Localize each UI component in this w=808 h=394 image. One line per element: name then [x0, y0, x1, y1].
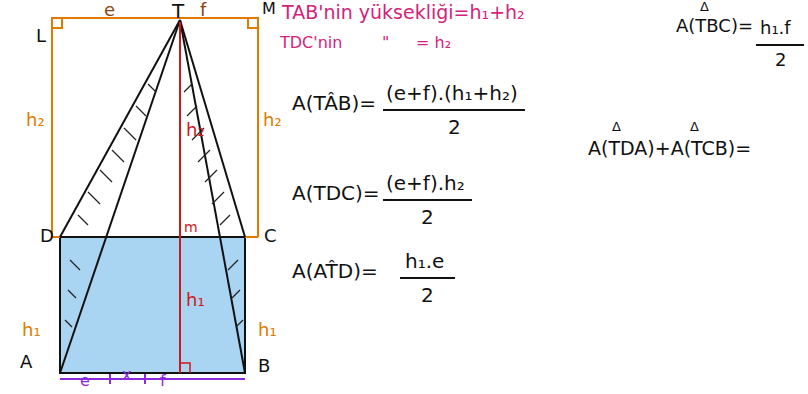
height-label: h₂ [263, 110, 282, 130]
area-formula: A(TBC)= [676, 16, 753, 36]
fraction-numerator: (e+f).h₂ [386, 172, 465, 194]
height-label: h₁ [22, 320, 41, 340]
point-label: m [184, 220, 198, 235]
note-text: TDC'nin [280, 34, 342, 52]
area-formula: A(TDC)= [292, 182, 380, 204]
note-text: = h₂ [416, 34, 451, 52]
area-formula: A(AT̂D)= [292, 260, 378, 282]
segment-label: e [104, 0, 115, 20]
area-formula: A(TÂB)= [292, 92, 376, 114]
note-text: TAB'nin yüksekliği=h₁+h₂ [282, 2, 525, 23]
fraction-denominator: 2 [775, 50, 786, 70]
triangle-sign: Δ [690, 120, 699, 134]
height-label: h₂ [26, 110, 45, 130]
point-label: C [264, 226, 277, 246]
segment-label: f [200, 0, 206, 20]
height-label: h₁ [258, 320, 277, 340]
segment-label: x [122, 366, 131, 384]
fraction-numerator: h₁.f [760, 18, 791, 38]
point-label: B [258, 356, 270, 376]
height-label: h₂ [186, 120, 205, 140]
triangle-sign: Δ [612, 120, 621, 134]
area-formula: A(TDA)+A(TCB)= [588, 138, 751, 159]
fraction-numerator: (e+f).(h₁+h₂) [386, 82, 518, 104]
fraction-denominator: 2 [448, 116, 461, 138]
segment-label: e [80, 372, 90, 390]
point-label: D [40, 226, 54, 246]
segment-label: f [160, 372, 166, 390]
note-text: " [382, 34, 389, 52]
height-label: h₁ [186, 290, 205, 310]
point-label: L [36, 26, 46, 46]
point-label: M [262, 0, 276, 18]
point-label: A [20, 352, 32, 372]
fraction-denominator: 2 [421, 284, 434, 306]
fraction-numerator: h₁.e [405, 250, 444, 272]
triangle-sign: Δ [700, 0, 709, 14]
point-label: T [172, 0, 184, 22]
fraction-denominator: 2 [421, 206, 434, 228]
